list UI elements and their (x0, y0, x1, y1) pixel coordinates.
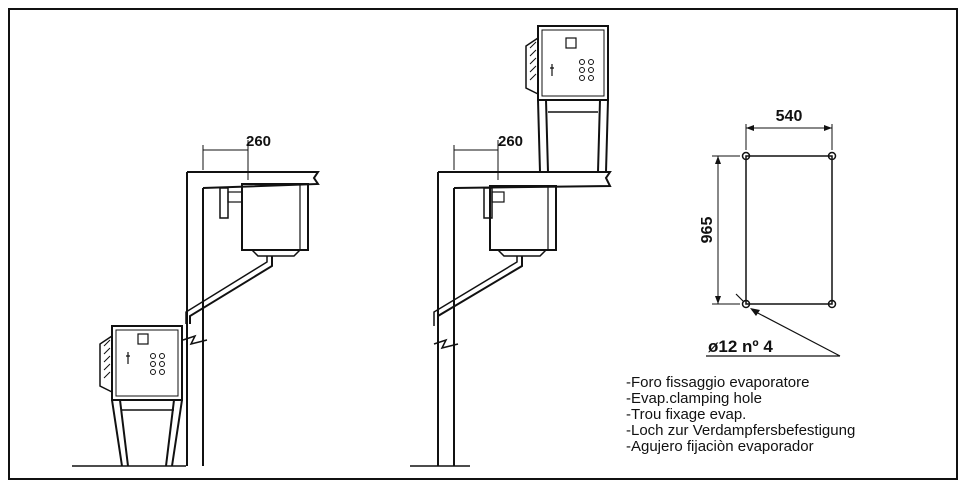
legend-line-3: -Trou fixage evap. (626, 406, 746, 423)
legend-line-1: -Foro fissaggio evaporatore (626, 374, 809, 391)
hole-spec-label: ø12 nº 4 (708, 337, 773, 356)
left-ceiling (187, 171, 320, 189)
middle-unit-fan (525, 37, 539, 95)
middle-ceiling (438, 171, 612, 189)
middle-bracket (483, 187, 493, 219)
hole-top-right (827, 151, 837, 161)
legend-line-2: -Evap.clamping hole (626, 390, 762, 407)
hole-bottom-right (827, 299, 837, 309)
legend-line-5: -Agujero fijaciòn evaporador (626, 438, 814, 455)
middle-wall-break (433, 338, 459, 350)
left-condensing-unit (111, 325, 183, 401)
hole-top-left (741, 151, 751, 161)
hole-width-label: 540 (776, 108, 803, 125)
middle-wall (437, 172, 455, 466)
hole-bottom-left (741, 299, 751, 309)
left-unit-switch (137, 333, 149, 345)
middle-evaporator (489, 185, 557, 251)
left-drain-tray (251, 249, 301, 257)
hole-pattern: 540 965 ø12 nº 4 (699, 108, 841, 357)
left-overhang-label: 260 (246, 133, 271, 150)
left-evaporator (241, 183, 309, 251)
middle-assembly: 260 (410, 25, 612, 467)
middle-condensing-unit (537, 25, 609, 101)
left-wall (186, 172, 204, 466)
right-overhang-label: 260 (498, 133, 523, 150)
middle-unit-switch (565, 37, 577, 49)
left-unit-fan (99, 335, 113, 393)
left-drain-pipe (189, 256, 273, 324)
left-assembly: 260 (72, 133, 320, 467)
left-unit-stand (111, 399, 183, 467)
left-wall-break (182, 334, 208, 346)
hole-spec-leader (706, 293, 841, 357)
middle-drain-pipe (437, 256, 523, 326)
middle-unit-stand (537, 99, 609, 173)
diagram-frame (8, 8, 958, 480)
hole-height-label: 965 (699, 217, 716, 244)
left-bracket (219, 187, 229, 219)
legend-line-4: -Loch zur Verdampfersbefestigung (626, 422, 855, 439)
legend: -Foro fissaggio evaporatore -Evap.clampi… (626, 374, 855, 455)
hole-outline (745, 155, 833, 305)
